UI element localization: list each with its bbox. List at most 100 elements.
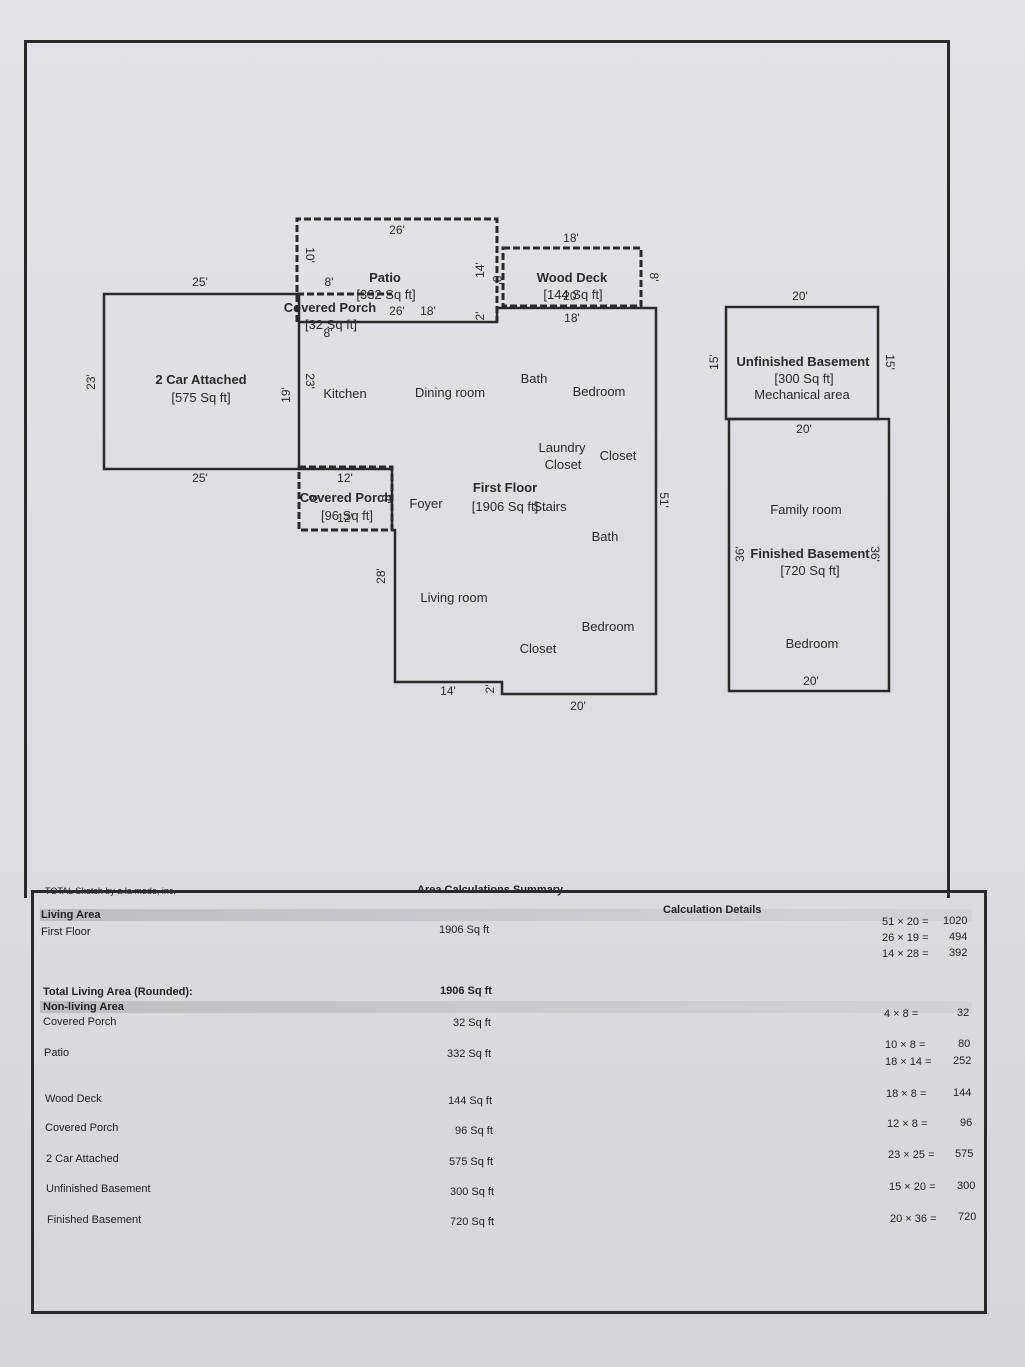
non-living-area-heading: Non-living Area	[43, 1001, 124, 1013]
covered-porch-top-area: [32 Sq ft]	[305, 317, 357, 332]
closet-label-b: Closet	[600, 448, 637, 463]
first-floor-row-value: 1906 Sq ft	[439, 924, 490, 936]
dim-label: 14'	[473, 262, 487, 278]
covered-porch-front-title: Covered Porch	[300, 490, 393, 505]
patio-area: [332 Sq ft]	[356, 287, 415, 302]
dim-label: 2'	[473, 312, 487, 321]
total-living-area-label: Total Living Area (Rounded):	[43, 986, 193, 998]
dim-label: 8'	[324, 326, 333, 340]
covered-porch-front-outline	[297, 465, 394, 532]
living-area-heading: Living Area	[41, 909, 101, 921]
dim-label: 23'	[84, 374, 98, 390]
kitchen-label: Kitchen	[323, 386, 366, 401]
finished-basement-area: [720 Sq ft]	[780, 563, 839, 578]
dim-label: 2'	[483, 685, 497, 694]
living-area-band	[40, 909, 972, 921]
summary-row-value: 720 Sq ft	[450, 1216, 495, 1228]
wood-deck-title: Wood Deck	[537, 270, 608, 285]
bedroom-label-2: Bedroom	[582, 619, 635, 634]
calc-expression: 4 × 8 =	[884, 1008, 919, 1020]
calc-result: 300	[957, 1180, 976, 1192]
basement-bedroom-label: Bedroom	[786, 636, 839, 651]
calc-expression: 20 × 36 =	[890, 1213, 937, 1225]
summary-row-label: Unfinished Basement	[46, 1183, 151, 1195]
bath-label-2: Bath	[592, 529, 619, 544]
dim-label: 26'	[389, 223, 405, 237]
stairs-label: Stairs	[533, 499, 567, 514]
garage-outline	[102, 292, 299, 471]
unfinished-basement-area: [300 Sq ft]	[774, 371, 833, 386]
garage-area: [575 Sq ft]	[171, 390, 230, 405]
dim-label: 25'	[192, 471, 208, 485]
calc-result: 575	[955, 1148, 974, 1160]
finished-basement-outline	[727, 417, 891, 693]
unfinished-basement-title: Unfinished Basement	[737, 354, 871, 369]
finished-basement-title: Finished Basement	[750, 546, 870, 561]
dim-label: 28'	[374, 568, 388, 584]
dim-label: 15'	[883, 354, 897, 370]
dim-label: 8'	[647, 273, 661, 282]
dining-room-label: Dining room	[415, 385, 485, 400]
calc-expression: 51 × 20 =	[882, 916, 929, 928]
first-floor-area: [1906 Sq ft]	[472, 499, 539, 514]
calc-expression: 23 × 25 =	[888, 1149, 935, 1161]
calc-result: 96	[960, 1117, 973, 1129]
dim-label: 8'	[306, 495, 320, 504]
summary-row-label: Covered Porch	[45, 1122, 119, 1134]
sketch-border	[24, 40, 950, 898]
family-room-label: Family room	[770, 502, 842, 517]
first-floor-row-label: First Floor	[41, 926, 91, 938]
patio-title: Patio	[369, 270, 401, 285]
laundry-label: Laundry	[539, 440, 586, 455]
summary-row-label: Wood Deck	[45, 1093, 102, 1105]
summary-row-value: 144 Sq ft	[448, 1095, 493, 1107]
calc-expression: 10 × 8 =	[885, 1039, 926, 1051]
dim-label: 36'	[733, 546, 747, 562]
calculation-details-heading: Calculation Details	[663, 904, 762, 916]
calc-result: 252	[953, 1055, 972, 1067]
dim-label: 51'	[657, 492, 671, 508]
dim-label: 12'	[337, 511, 353, 525]
dim-label: 14'	[440, 684, 456, 698]
summary-row-value: 575 Sq ft	[449, 1156, 494, 1168]
dim-label: 20'	[796, 422, 812, 436]
dim-label: 23'	[303, 373, 317, 389]
calc-expression: 15 × 20 =	[889, 1181, 936, 1193]
dim-label: 15'	[707, 354, 721, 370]
calc-result: 494	[949, 931, 968, 943]
calc-expression: 26 × 19 =	[882, 932, 929, 944]
calc-result: 720	[958, 1211, 977, 1223]
calc-expression: 18 × 8 =	[886, 1088, 927, 1100]
bath-label-1: Bath	[521, 371, 548, 386]
covered-porch-front-area: [96 Sq ft]	[321, 508, 373, 523]
area-calculations-box	[31, 890, 987, 1314]
garage-title: 2 Car Attached	[155, 372, 246, 387]
closet-label-c: Closet	[520, 641, 557, 656]
dim-label: 19'	[279, 387, 293, 403]
dim-label: 18'	[564, 311, 580, 325]
dim-label: 20'	[563, 289, 579, 303]
wood-deck-area: [144 Sq ft]	[543, 287, 602, 302]
bedroom-label-1: Bedroom	[573, 384, 626, 399]
calc-expression: 18 × 14 =	[885, 1056, 932, 1068]
calc-expression: 12 × 8 =	[887, 1118, 928, 1130]
summary-row-label: Finished Basement	[47, 1214, 142, 1226]
non-living-area-band	[40, 1001, 972, 1013]
foyer-label: Foyer	[409, 496, 443, 511]
calc-result: 392	[949, 947, 968, 959]
dim-label: 36'	[868, 546, 882, 562]
closet-label-a: Closet	[545, 457, 582, 472]
dim-label: 8'	[379, 495, 393, 504]
calc-result: 32	[957, 1007, 970, 1019]
summary-row-value: 32 Sq ft	[453, 1017, 491, 1029]
summary-row-value: 96 Sq ft	[455, 1125, 493, 1137]
summary-row-value: 332 Sq ft	[447, 1048, 492, 1060]
dim-label: 8'	[490, 276, 504, 285]
dim-label: 25'	[192, 275, 208, 289]
dim-label: 8'	[325, 275, 334, 289]
dim-label: 10'	[303, 247, 317, 263]
living-room-label: Living room	[420, 590, 487, 605]
floor-plan-sketch: 2 Car Attached [575 Sq ft] Patio [332 Sq…	[84, 217, 897, 713]
covered-porch-top-title: Covered Porch	[284, 300, 377, 315]
